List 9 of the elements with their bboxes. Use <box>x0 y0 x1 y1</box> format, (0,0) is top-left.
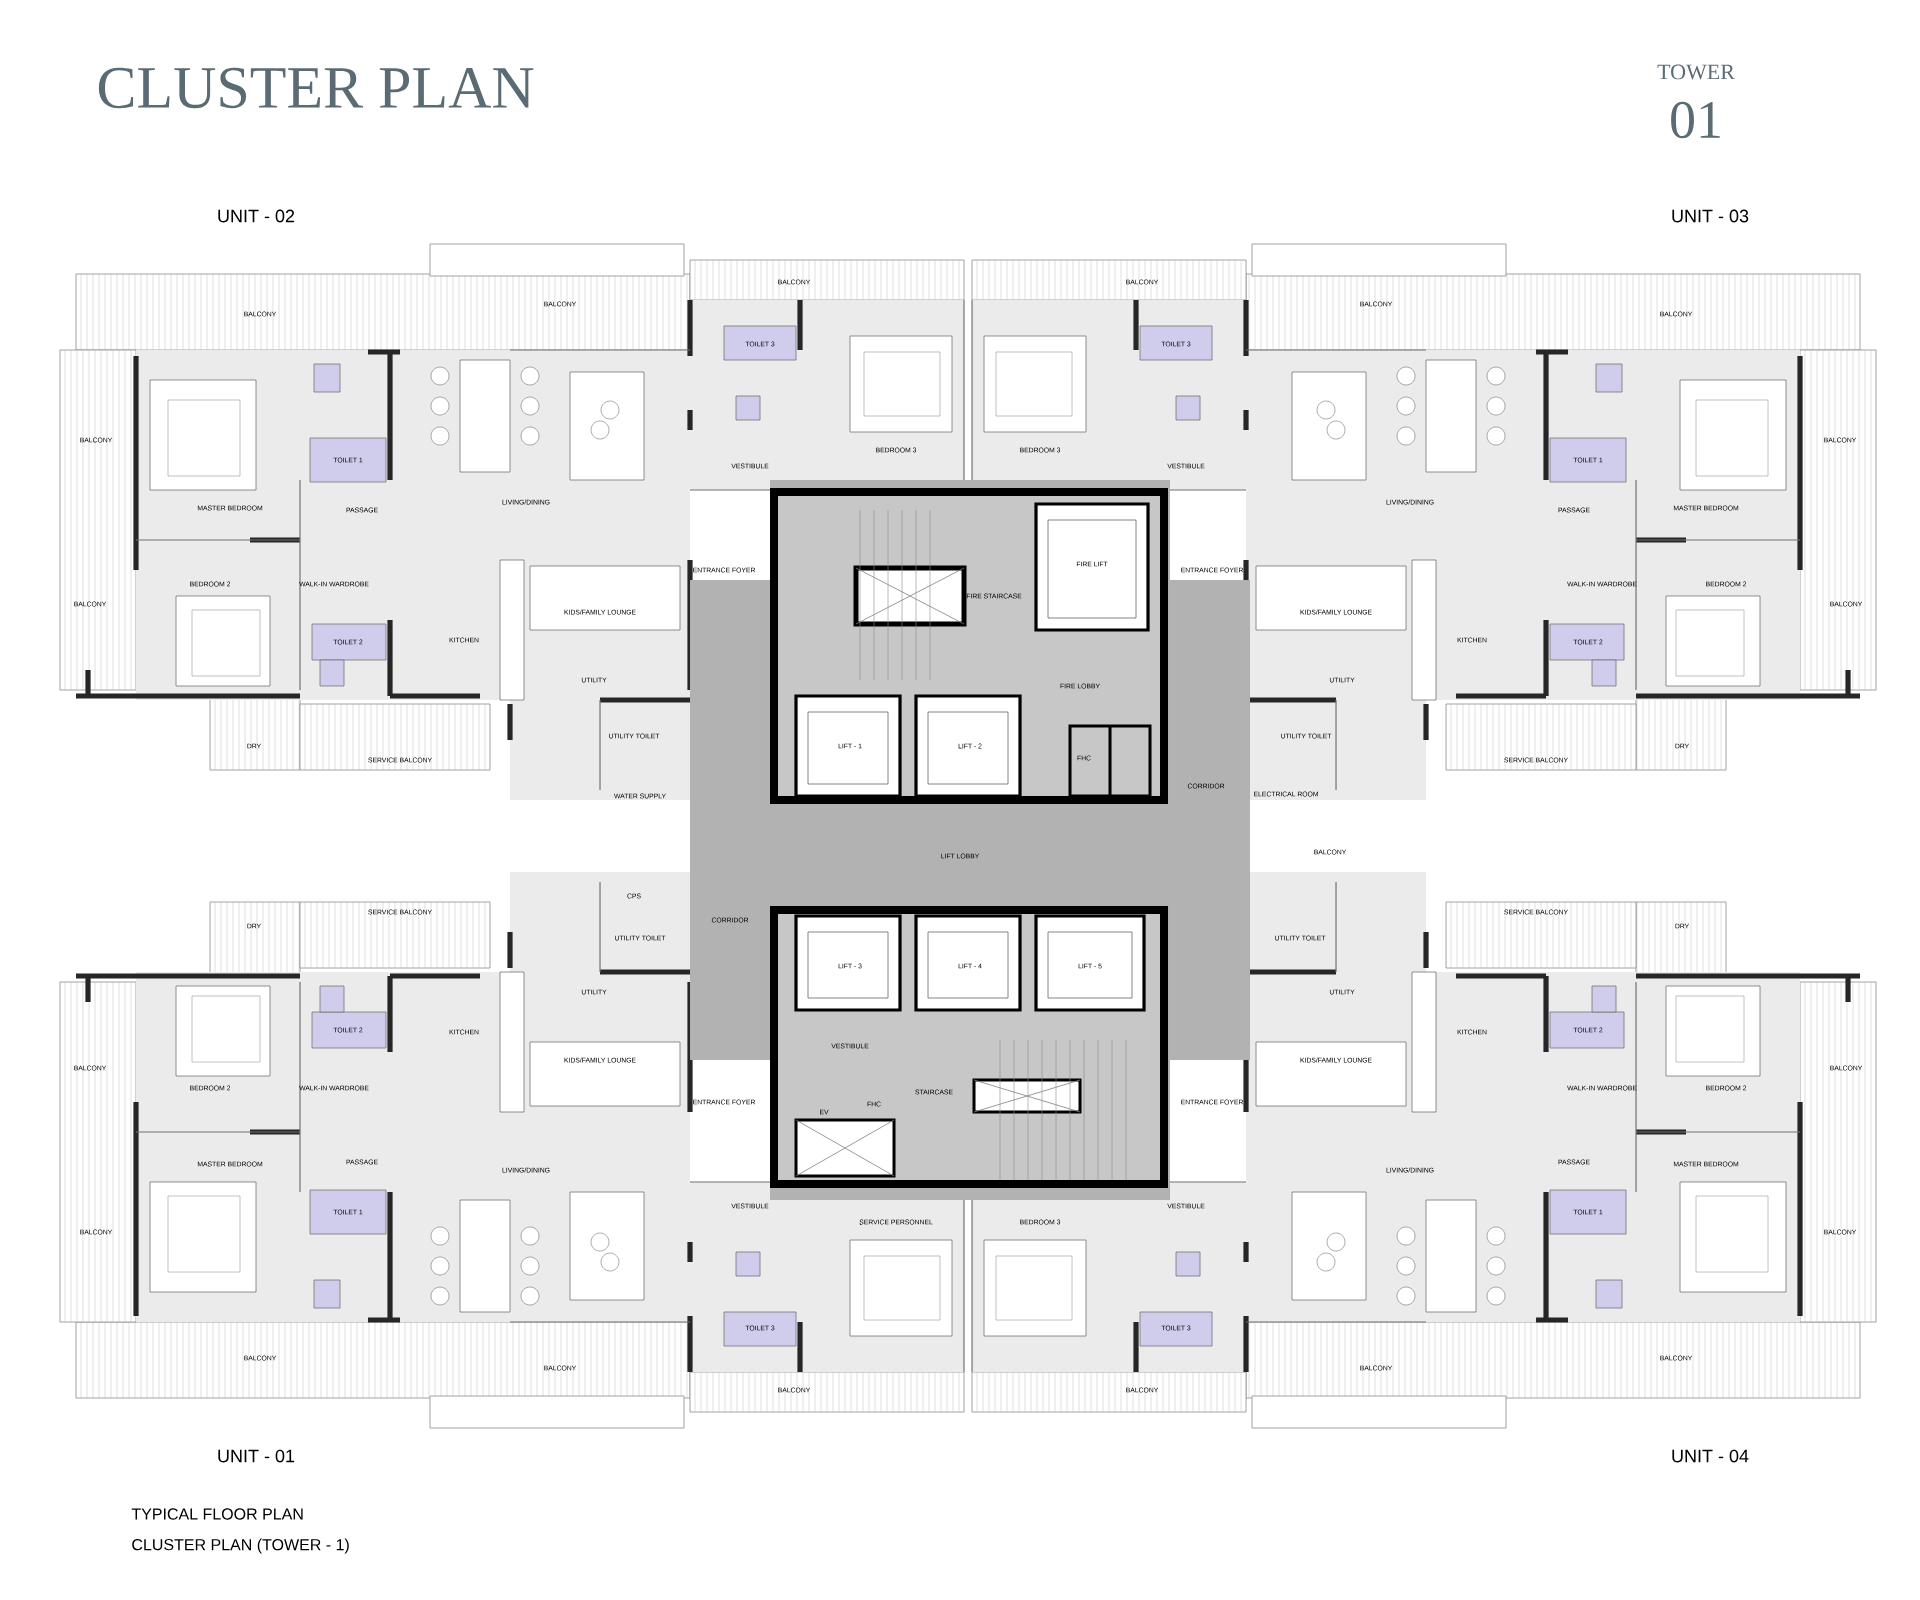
plan-caption: TYPICAL FLOOR PLAN <box>131 1508 303 1520</box>
title: CLUSTER PLAN <box>98 67 534 109</box>
plan-caption: CLUSTER PLAN (TOWER - 1) <box>132 1538 349 1554</box>
heading-text: TOWER <box>1657 64 1735 80</box>
tower-number: 01 <box>1671 101 1720 139</box>
unit-label: UNIT - 03 <box>1672 209 1749 223</box>
unit-label: UNIT - 02 <box>218 209 295 223</box>
unit-label: UNIT - 01 <box>218 1449 295 1463</box>
unit-label: UNIT - 04 <box>1672 1449 1749 1463</box>
